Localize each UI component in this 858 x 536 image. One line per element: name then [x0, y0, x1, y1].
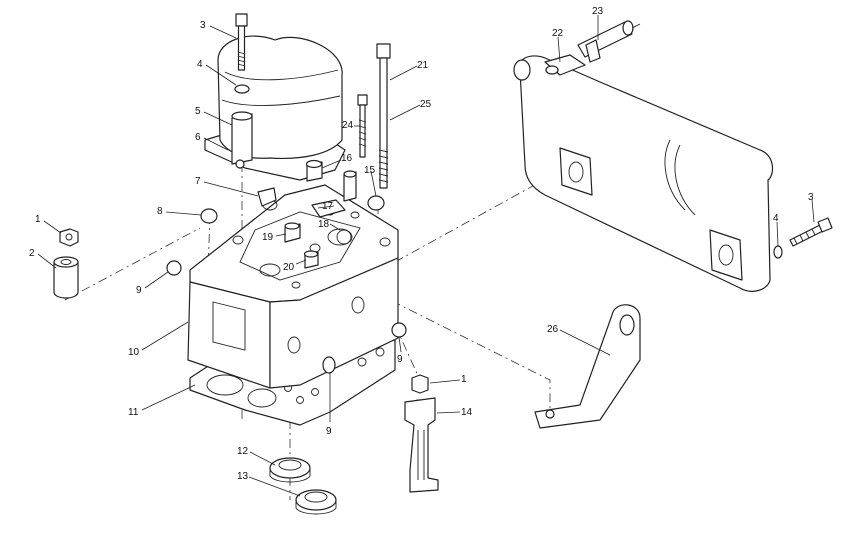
- callout-23: 23: [592, 6, 604, 17]
- callout-12: 12: [237, 446, 249, 457]
- callout-14: 14: [461, 407, 473, 418]
- rocker-cover: [204, 35, 346, 181]
- callout-26: 26: [547, 324, 559, 335]
- plugs: [166, 159, 407, 374]
- callout-6: 6: [195, 132, 201, 143]
- callout-5: 5: [195, 106, 201, 117]
- cylinder-head: [187, 184, 399, 389]
- callout-19: 19: [262, 232, 274, 243]
- callout-2: 2: [29, 248, 35, 259]
- callout-4-top: 4: [197, 59, 203, 70]
- callout-7: 7: [195, 176, 201, 187]
- exhaust-manifold: [513, 54, 774, 292]
- callout-10: 10: [128, 347, 140, 358]
- seal-rings: [269, 457, 337, 515]
- callout-20: 20: [283, 262, 295, 273]
- callout-9-bottom: 9: [326, 426, 332, 437]
- leader-lines: [37, 15, 815, 497]
- callout-3-top: 3: [200, 20, 206, 31]
- callout-8: 8: [157, 206, 163, 217]
- support-bracket: [404, 374, 439, 493]
- callout-15: 15: [364, 165, 376, 176]
- callout-24: 24: [342, 120, 354, 131]
- cover-bolt: [234, 13, 250, 94]
- callout-4-right: 4: [773, 213, 779, 224]
- callout-21: 21: [417, 60, 429, 71]
- callout-22: 22: [552, 28, 564, 39]
- callout-3-right: 3: [808, 192, 814, 203]
- manifold-bolt: [773, 217, 833, 259]
- callout-1-left: 1: [35, 214, 41, 225]
- callout-1-right: 1: [461, 374, 467, 385]
- callout-18: 18: [318, 219, 330, 230]
- callout-25: 25: [420, 99, 432, 110]
- callout-9-right: 9: [397, 354, 403, 365]
- long-bolts: [357, 43, 391, 189]
- callout-11: 11: [128, 407, 139, 418]
- pipe-fitting: [577, 20, 641, 63]
- callout-16: 16: [341, 153, 353, 164]
- callout-17: 17: [322, 201, 334, 212]
- callout-13: 13: [237, 471, 249, 482]
- left-nut-spacer: [53, 228, 79, 299]
- manifold-bracket: [534, 304, 641, 429]
- callout-labels: 3 4 5 6 7 8 1 2 9 10 11 12 13 9 9 1 14 1…: [29, 6, 814, 482]
- callout-9-left: 9: [136, 285, 142, 296]
